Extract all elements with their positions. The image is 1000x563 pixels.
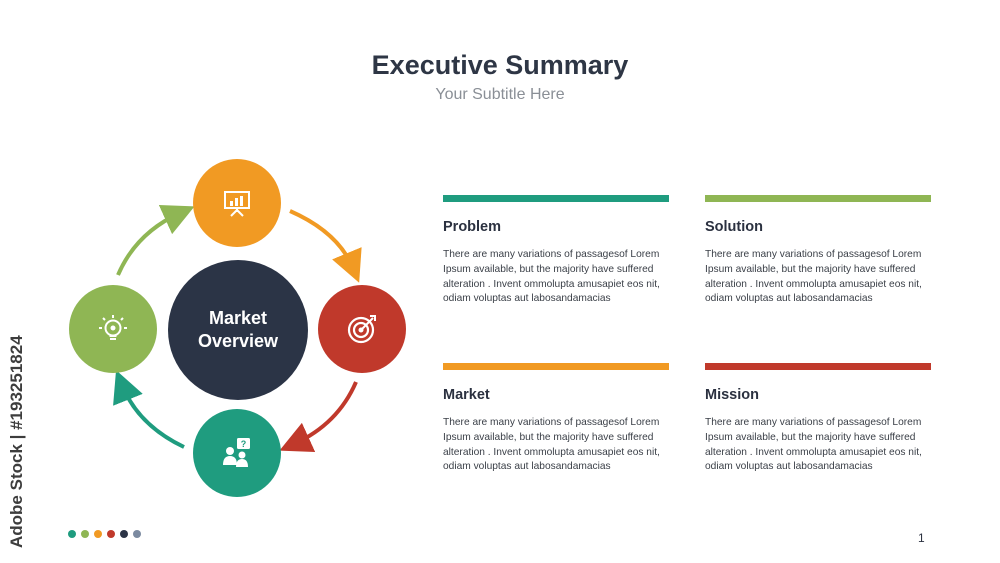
card-text-line: alteration . Invent ommolupta amusapiet … <box>705 446 922 458</box>
color-dot <box>133 530 141 538</box>
slide-title: Executive Summary <box>371 50 629 80</box>
color-dot <box>107 530 115 538</box>
card-text: There are many variations of passagesof … <box>705 248 931 307</box>
card-mission: Mission There are many variations of pas… <box>705 363 931 475</box>
team-question-icon: ? <box>221 437 253 469</box>
arrow-bottom-to-left <box>113 370 185 449</box>
color-dot <box>120 530 128 538</box>
card-text-line: odiam voluptas aut labosandamacias <box>443 293 611 305</box>
color-dots <box>68 530 141 538</box>
card-problem: Problem There are many variations of pas… <box>443 195 669 307</box>
card-accent-bar <box>705 363 931 370</box>
center-label-line1: Market <box>208 308 268 328</box>
card-text-line: Ipsum available, but the majority have s… <box>443 263 654 275</box>
card-text-line: alteration . Invent ommolupta amusapiet … <box>443 446 660 458</box>
slide-subtitle: Your Subtitle Here <box>435 86 565 103</box>
card-solution: Solution There are many variations of pa… <box>705 195 931 307</box>
node-bottom: ? <box>193 409 281 497</box>
card-text-line: There are many variations of passagesof … <box>443 249 660 260</box>
color-dot <box>68 530 76 538</box>
stock-credit-watermark: Adobe Stock | #193251824 <box>7 335 26 548</box>
arrow-right-to-bottom <box>279 381 358 452</box>
center-circle: Market Overview <box>168 260 308 400</box>
card-accent-bar <box>443 195 669 202</box>
lightbulb-icon <box>98 314 128 344</box>
arrow-left-to-top <box>116 205 195 276</box>
card-title: Solution <box>705 219 763 235</box>
node-left <box>69 285 157 373</box>
card-text-line: Ipsum available, but the majority have s… <box>705 431 916 443</box>
page-number: 1 <box>918 531 925 545</box>
card-text-line: odiam voluptas aut labosandamacias <box>705 293 873 305</box>
card-accent-bar <box>705 195 931 202</box>
card-accent-bar <box>443 363 669 370</box>
target-icon <box>346 313 378 345</box>
card-title: Market <box>443 387 490 403</box>
card-title: Mission <box>705 387 759 403</box>
card-text-line: odiam voluptas aut labosandamacias <box>705 461 873 473</box>
node-right <box>318 285 406 373</box>
arrow-top-to-right <box>289 209 362 283</box>
card-text-line: alteration . Invent ommolupta amusapiet … <box>443 278 660 290</box>
card-text: There are many variations of passagesof … <box>705 416 931 475</box>
color-dot <box>94 530 102 538</box>
card-text: There are many variations of passagesof … <box>443 416 669 475</box>
color-dot <box>81 530 89 538</box>
card-text-line: Ipsum available, but the majority have s… <box>705 263 916 275</box>
card-text-line: There are many variations of passagesof … <box>443 417 660 428</box>
card-title: Problem <box>443 219 502 235</box>
presentation-board-icon <box>222 188 252 218</box>
card-text-line: There are many variations of passagesof … <box>705 249 922 260</box>
card-text-line: odiam voluptas aut labosandamacias <box>443 461 611 473</box>
card-text-line: alteration . Invent ommolupta amusapiet … <box>705 278 922 290</box>
node-top <box>193 159 281 247</box>
card-text-line: Ipsum available, but the majority have s… <box>443 431 654 443</box>
center-label-line2: Overview <box>197 331 279 351</box>
svg-text:?: ? <box>241 439 247 449</box>
cycle-arrows <box>113 205 362 452</box>
card-text-line: There are many variations of passagesof … <box>705 417 922 428</box>
card-market: Market There are many variations of pass… <box>443 363 669 475</box>
card-text: There are many variations of passagesof … <box>443 248 669 307</box>
